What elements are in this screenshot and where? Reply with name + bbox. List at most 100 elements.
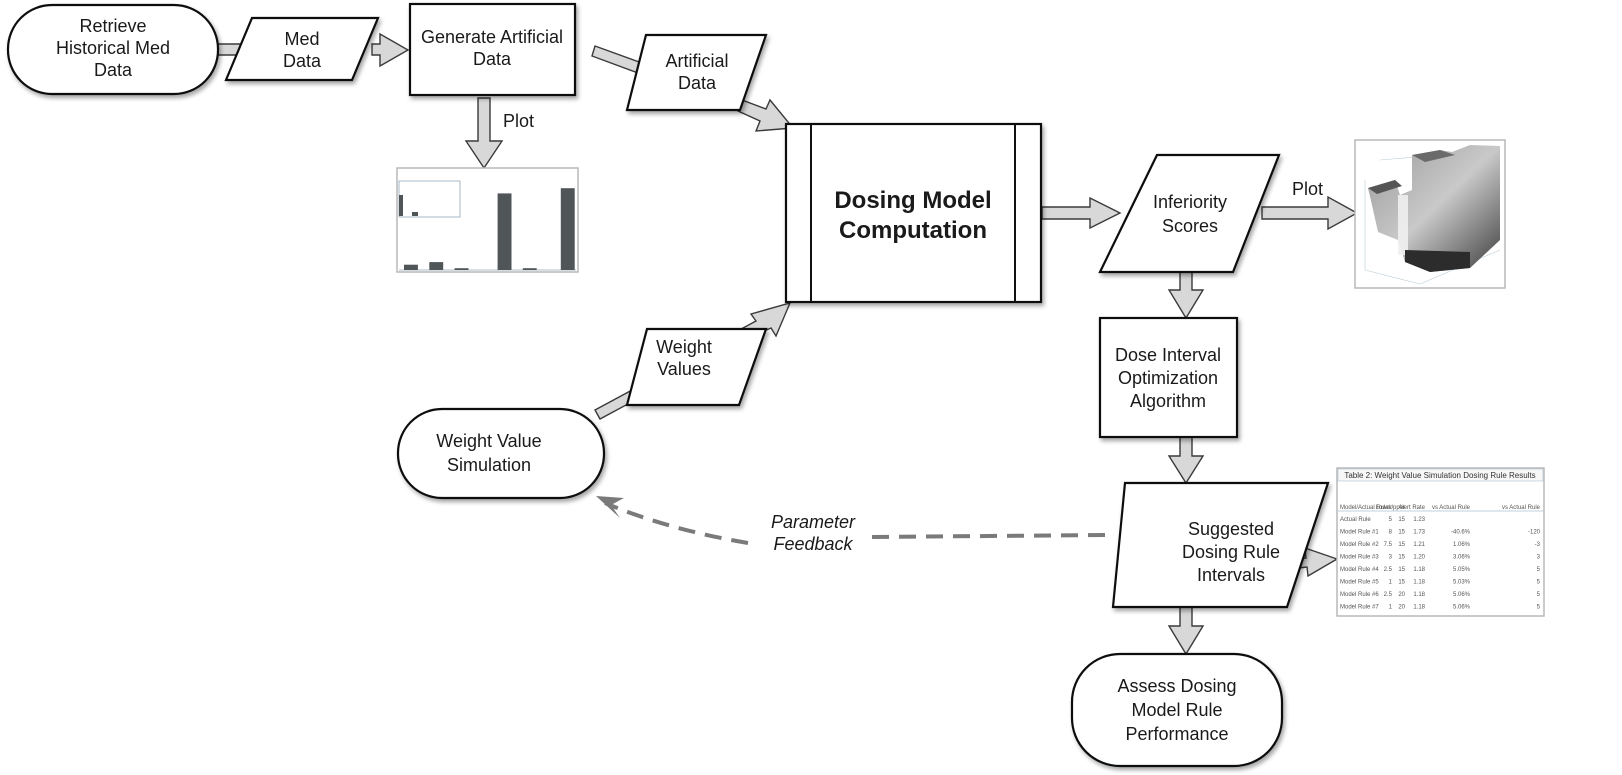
surface-base [1405, 250, 1470, 272]
arrow-inferiority-to-surface-plot [1261, 195, 1359, 231]
table-header-cell: vs Actual Rule [1502, 505, 1541, 511]
table-cell: 1.73 [1413, 530, 1425, 536]
table-cell: 1 [1389, 605, 1393, 611]
thumbnail-bar [522, 268, 537, 270]
arrow-generate-to-plot [464, 97, 504, 170]
table-cell: 5 [1537, 605, 1541, 611]
bar-chart-thumbnail [396, 167, 579, 273]
table-cell: 15 [1398, 542, 1405, 548]
arrow-suggested-to-assess [1167, 606, 1205, 656]
table-cell: 15 [1398, 555, 1405, 561]
inset-bar [412, 212, 418, 216]
table-cell: 5.03% [1453, 580, 1471, 586]
table-cell: -3 [1535, 542, 1541, 548]
table-cell: -120 [1528, 530, 1541, 536]
table-cell: 20 [1398, 592, 1405, 598]
surface-top [1368, 180, 1402, 194]
thumbnail-bar [497, 193, 512, 270]
table-header-cell: Alert Rate [1398, 505, 1425, 511]
table-cell: Model Rule #2 [1340, 542, 1379, 548]
table-cell: 15 [1398, 580, 1405, 586]
table-cell: Model Rule #4 [1340, 567, 1379, 573]
table-cell: Model Rule #6 [1340, 592, 1379, 598]
table-header-cell: Lower [1376, 505, 1392, 511]
table-cell: 15 [1398, 517, 1405, 523]
inset-bar [399, 195, 403, 216]
table-cell: 20 [1398, 605, 1405, 611]
arrow-dose-interval-to-suggested [1167, 436, 1205, 485]
table-cell: Actual Rule [1340, 517, 1371, 523]
table-cell: 3 [1537, 555, 1541, 561]
feedback-arrow [596, 496, 1106, 545]
table-cell: 1.18 [1413, 580, 1425, 586]
table-header-cell: vs Actual Rule [1432, 505, 1471, 511]
table-cell: 2.5 [1384, 592, 1393, 598]
table-cell: 1.18 [1413, 567, 1425, 573]
table-cell: 1.18 [1413, 592, 1425, 598]
edge-label-plot: Plot [503, 111, 534, 131]
table-cell: 5.05% [1453, 567, 1471, 573]
table-title: Table 2: Weight Value Simulation Dosing … [1344, 471, 1535, 480]
table-cell: 1.21 [1413, 542, 1425, 548]
surface-top [1412, 150, 1455, 162]
table-cell: 15 [1398, 530, 1405, 536]
arrow-inferiority-to-dose-interval [1167, 271, 1205, 320]
table-cell: 1.06% [1453, 542, 1471, 548]
table-cell: 5 [1537, 567, 1541, 573]
table-header-cell: Upper [1389, 505, 1405, 511]
thumbnail-bar [404, 264, 418, 270]
surface-plot-thumbnail [1354, 139, 1506, 289]
table-cell: 1.20 [1413, 555, 1425, 561]
table-cell: 5 [1537, 592, 1541, 598]
arrow-generate-to-artificial-data [591, 45, 643, 74]
table-cell: 5.06% [1453, 605, 1471, 611]
table-cell: 1 [1389, 580, 1393, 586]
table-cell: 8 [1389, 530, 1393, 536]
table-cell: 3 [1389, 555, 1393, 561]
table-header-cell: Model/Actual Rule [1340, 505, 1389, 511]
table-cell: 3.06% [1453, 555, 1471, 561]
thumbnail-bar [560, 188, 575, 270]
table-cell: 5 [1537, 580, 1541, 586]
arrow-artificial-data-to-dosing-model [737, 98, 795, 132]
table-cell: 1.18 [1413, 605, 1425, 611]
table-cell: 1.23 [1413, 517, 1425, 523]
table-cell: -40.6% [1451, 530, 1471, 536]
results-table-thumbnail: Table 2: Weight Value Simulation Dosing … [1336, 467, 1545, 617]
thumbnail-bar [429, 262, 444, 270]
table-cell: Model Rule #7 [1340, 605, 1379, 611]
edge-label-plot: Plot [1292, 179, 1323, 199]
table-cell: 2.5 [1384, 567, 1393, 573]
table-cell: 5 [1389, 517, 1393, 523]
surface-gap [1398, 195, 1408, 255]
thumbnail-bar [454, 268, 469, 270]
arrow-dosing-model-to-inferiority [1041, 196, 1122, 230]
table-cell: 7.5 [1384, 542, 1393, 548]
table-cell: Model Rule #3 [1340, 555, 1379, 561]
table-cell: 15 [1398, 567, 1405, 573]
table-cell: Model Rule #5 [1340, 580, 1379, 586]
